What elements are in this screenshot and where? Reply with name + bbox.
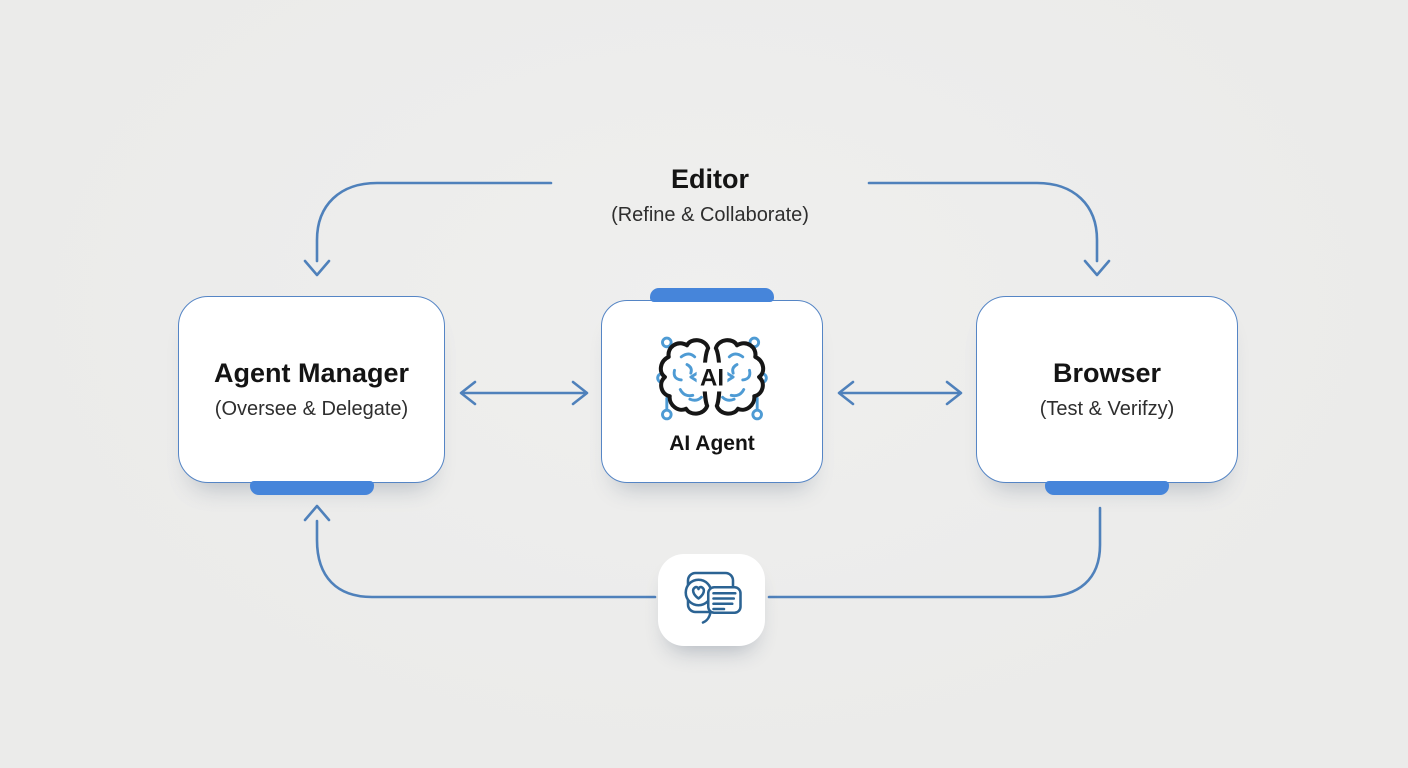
arrowhead-right — [945, 380, 963, 406]
connector-editor-to-agent-manager — [303, 181, 553, 277]
node-ai-agent: AI AI Agent — [601, 288, 823, 483]
agent-manager-subtitle: (Oversee & Delegate) — [214, 397, 409, 420]
arrowhead-down-left — [303, 259, 331, 277]
arrowhead-right — [571, 380, 589, 406]
arrowhead-left — [459, 380, 477, 406]
ai-chip-bg — [696, 362, 728, 391]
agent-manager-bottom-tab — [249, 481, 374, 495]
chat-text-lines — [711, 591, 737, 611]
arrowhead-up — [303, 504, 331, 522]
ai-chip-text: AI — [700, 364, 724, 391]
arrowhead-left — [837, 380, 855, 406]
arrowhead-down-right — [1083, 259, 1111, 277]
agent-manager-title: Agent Manager — [213, 358, 410, 389]
ai-agent-top-tab — [650, 288, 774, 302]
ai-agent-label: AI Agent — [669, 431, 755, 455]
feedback-chat-icon — [683, 571, 742, 624]
brain-outline — [658, 337, 766, 416]
feedback-node — [658, 554, 765, 646]
ai-brain-icon: AI — [656, 336, 768, 420]
chat-bubble-tail — [701, 610, 712, 624]
connector-agent-manager-ai-agent — [459, 380, 589, 406]
node-agent-manager: Agent Manager (Oversee & Delegate) — [178, 296, 445, 495]
editor-title: Editor — [671, 164, 749, 194]
browser-subtitle: (Test & Verifzy) — [1039, 397, 1175, 420]
heart-check-glyph — [691, 585, 705, 600]
editor-node: Editor (Refine & Collaborate) — [510, 163, 910, 228]
browser-bottom-tab — [1045, 481, 1169, 495]
connector-ai-agent-browser — [837, 380, 963, 406]
brain-circuitry — [672, 352, 752, 402]
connector-editor-to-browser — [867, 181, 1111, 277]
connector-feedback-to-agent-manager — [303, 504, 657, 599]
node-browser: Browser (Test & Verifzy) — [976, 296, 1238, 495]
browser-title: Browser — [1052, 358, 1162, 389]
connector-browser-to-feedback — [767, 506, 1102, 599]
editor-subtitle: (Refine & Collaborate) — [611, 203, 809, 226]
